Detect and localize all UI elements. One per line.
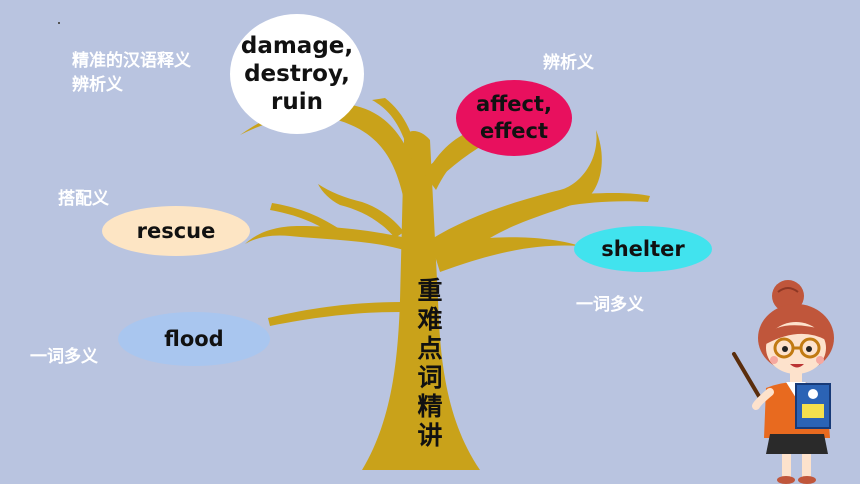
label-collocation: 搭配义 [58,189,109,209]
teacher-icon [732,280,834,484]
bubble-shelter: shelter [574,226,712,272]
label-precise-meaning: 精准的汉语释义 [72,51,191,71]
bubble-flood-text: flood [164,327,224,351]
bubble-damage: damage, destroy, ruin [230,14,364,134]
bubble-rescue-text: rescue [136,219,216,243]
bubble-affect: affect, effect [456,80,572,156]
label-polysemy-right: 一词多义 [576,295,644,315]
bubble-flood: flood [118,312,270,366]
bubble-affect-text: affect, effect [476,92,552,143]
label-distinguish-right: 辨析义 [543,53,594,73]
label-polysemy-left: 一词多义 [30,347,98,367]
branch-right [430,130,602,272]
branch-lower-left [268,302,402,326]
label-distinguish-left: 辨析义 [72,75,123,95]
bubble-shelter-text: shelter [601,237,685,261]
tree-trunk [362,131,480,470]
branch-upper-left [240,103,412,200]
branch-left [245,226,406,250]
stray-dot [58,22,60,24]
trunk-title: 重难点词精讲 [417,276,443,450]
bubble-rescue: rescue [102,206,250,256]
bubble-damage-text: damage, destroy, ruin [240,33,354,115]
